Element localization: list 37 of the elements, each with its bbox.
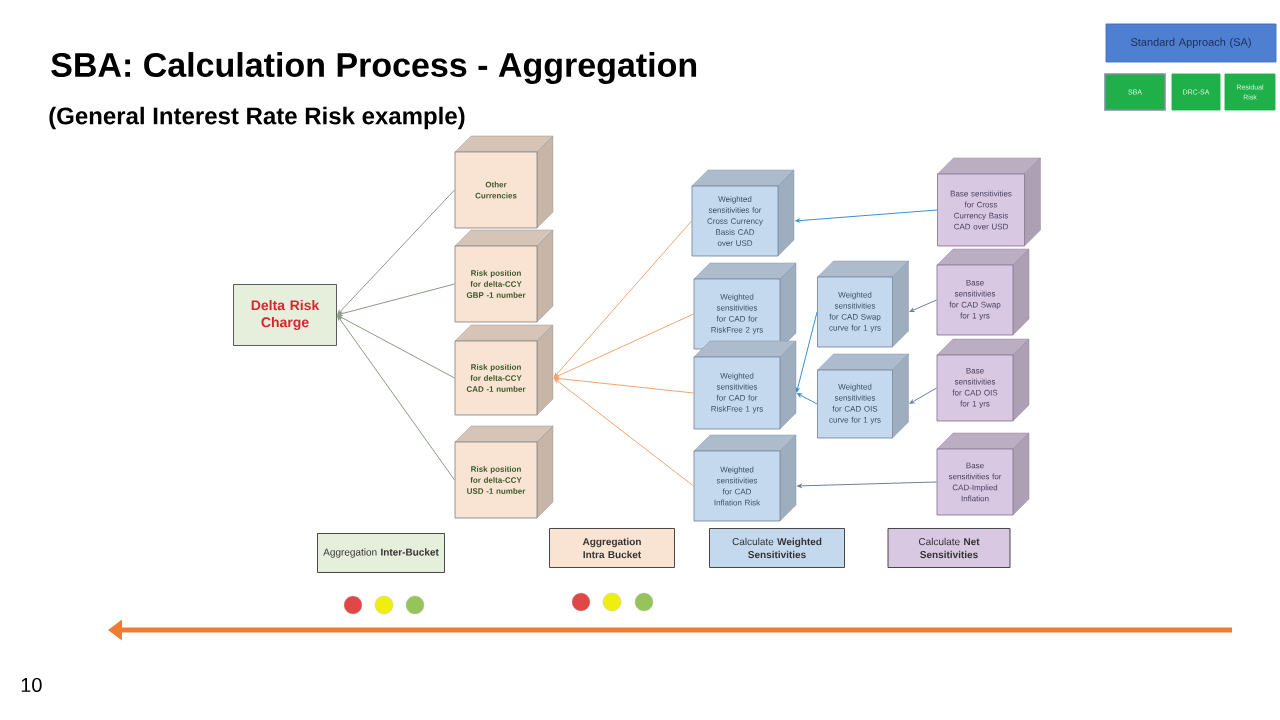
key-box: Calculate Net Sensitivities [887,528,1011,568]
connector [553,220,693,378]
connector [797,481,938,488]
key-box: Aggregation Inter-Bucket [317,533,445,573]
connector [337,189,456,315]
connector [337,315,456,481]
position-cube: Risk position for delta-CCY USD -1 number [454,425,554,519]
key-box: Aggregation Intra Bucket [549,528,675,568]
title: SBA: Calculation Process - Aggregation [51,52,697,84]
position-cube: Risk position for delta-CCY CAD -1 number [454,324,554,416]
connector [554,313,695,378]
position-cube: Risk position for delta-CCY GBP -1 number [454,229,554,323]
base-cube: Base sensitivities for CAD Swap for 1 yrs [936,248,1030,336]
page-number: 10 [21,677,42,693]
base-cube: Base sensitivities for CAD OIS for 1 yrs [936,338,1030,422]
connector [795,311,818,393]
connector [554,378,695,487]
position-cube: Other Currencies [454,135,554,229]
weighted-cube: Weighted sensitivities for Cross Currency Basis CAD over USD [691,169,795,257]
connector [797,393,818,405]
connector [909,299,938,312]
key-box: Calculate Weighted Sensitivities [709,528,845,568]
weighted-cube: Weighted sensitivities for CAD Swap curve for 1 yrs [817,260,909,348]
delta-risk-box: Delta Risk Charge [233,284,337,346]
subtitle: (General Interest Rate Risk example) [49,106,465,130]
weighted-cube: Weighted sensitivities for CAD Inflation Risk [693,434,797,522]
connector [795,209,938,223]
weighted-cube: Weighted sensitivities for CAD for RiskFree 1 yrs [693,340,797,430]
connector [554,376,695,394]
header-tab: Standard Approach (SA) [1105,23,1277,63]
weighted-cube: Weighted sensitivities for CAD for RiskFree 2 yrs [693,262,797,350]
connector [337,315,456,379]
connector [909,387,938,404]
connector [337,283,456,316]
base-cube: Base sensitivities for CAD-Implied Inflation [936,432,1030,516]
weighted-cube: Weighted sensitivities for CAD OIS curve for 1 yrs [817,353,909,439]
base-cube: Base sensitivities for Cross Currency Basis CAD over USD [937,157,1041,247]
